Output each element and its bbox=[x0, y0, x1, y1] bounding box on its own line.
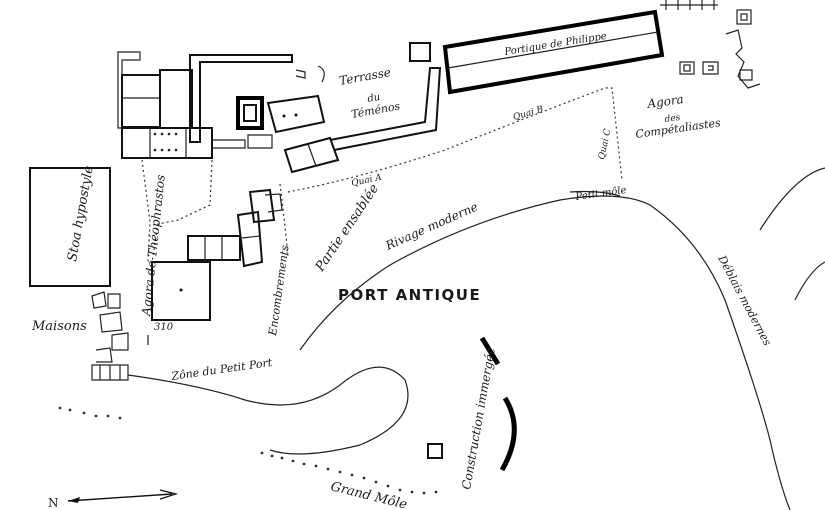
agora-theophrastos bbox=[141, 159, 289, 321]
maisons-ruins bbox=[91, 291, 149, 381]
label-encombrements: Encombrements bbox=[266, 244, 292, 337]
label-grand-mole: Grand Môle bbox=[329, 479, 409, 510]
label-agora-comp-2: des bbox=[664, 113, 681, 125]
label-agora-theo: Agora de Théophrastos bbox=[139, 174, 168, 317]
label-terrasse-2: du bbox=[367, 92, 382, 105]
label-petit-mole: Petit môle bbox=[574, 185, 627, 203]
grand-mole-dots bbox=[58, 406, 438, 495]
label-quai-c: Quai C bbox=[597, 128, 613, 161]
label-maisons: Maisons bbox=[31, 319, 87, 334]
northwest-buildings bbox=[117, 51, 293, 159]
west-shoreline bbox=[127, 366, 409, 455]
submerged-construction bbox=[427, 336, 517, 472]
label-stoa: Stoa hypostyle bbox=[65, 164, 97, 262]
portique-de-philippe bbox=[442, 9, 665, 95]
modern-shoreline bbox=[299, 195, 791, 510]
label-zone-petit-port: Zône du Petit Port bbox=[170, 356, 274, 383]
label-quai-b: Quai B bbox=[512, 105, 545, 123]
north-arrow bbox=[67, 489, 179, 503]
competaliasts-ruins bbox=[660, 0, 761, 89]
label-north: N bbox=[48, 496, 59, 510]
label-terrasse-3: Téménos bbox=[350, 100, 401, 121]
label-construction: Construction immergée bbox=[459, 346, 498, 490]
stoa-hypostyle bbox=[29, 167, 111, 287]
quay-wall bbox=[287, 42, 623, 193]
shorelines bbox=[127, 167, 825, 510]
label-deblais: Déblais modernes bbox=[715, 252, 774, 348]
label-partie-ensablee: Partie ensablée bbox=[312, 181, 382, 275]
label-port-antique: PORT ANTIQUE bbox=[338, 286, 481, 304]
temenos-terrace bbox=[236, 65, 340, 174]
label-agora-comp-1: Agora bbox=[645, 92, 684, 111]
label-310: 310 bbox=[154, 322, 174, 333]
label-rivage-moderne: Rivage moderne bbox=[383, 200, 480, 254]
peristyle-dots bbox=[153, 132, 178, 152]
label-terrasse-1: Terrasse bbox=[338, 65, 392, 88]
